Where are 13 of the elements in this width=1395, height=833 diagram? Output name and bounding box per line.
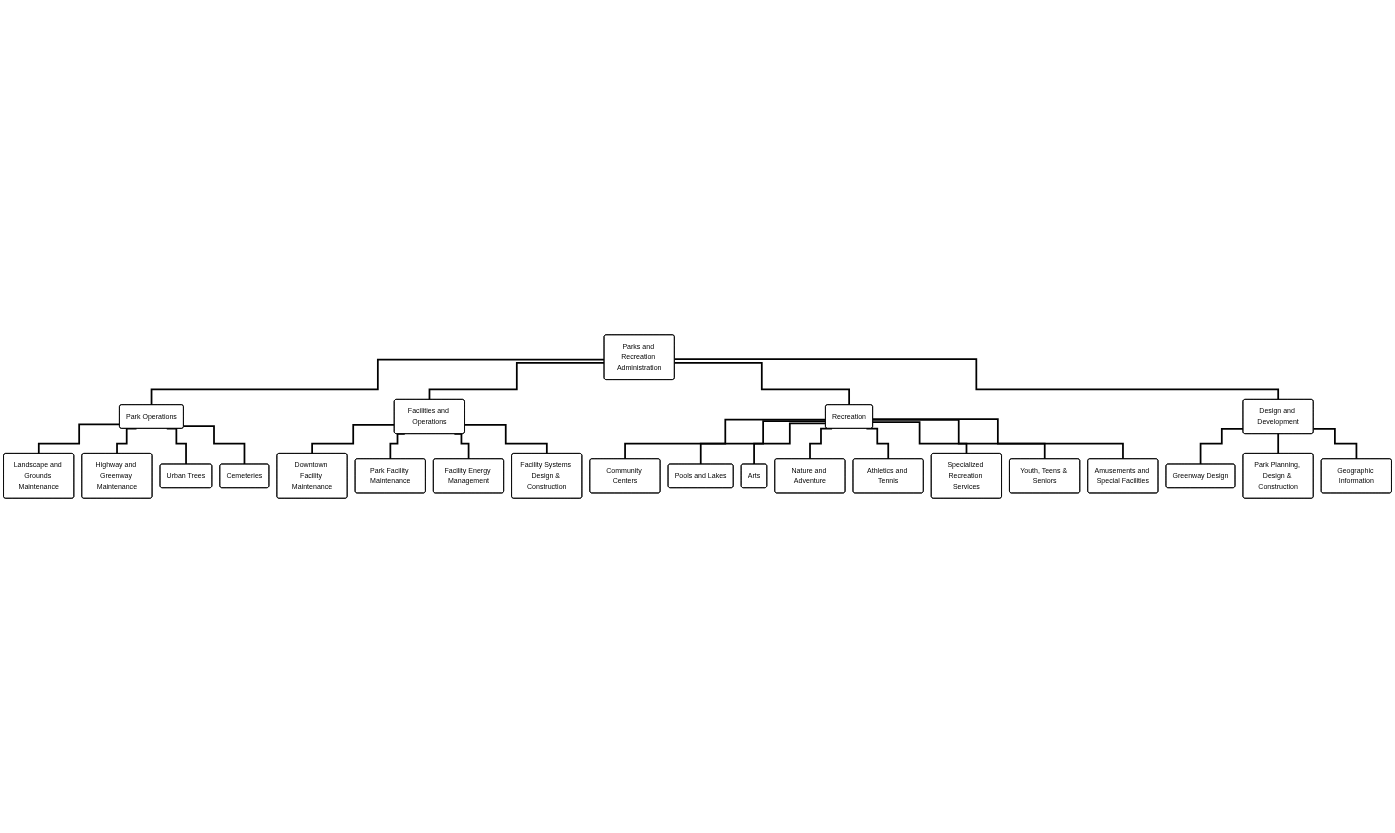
connector (871, 418, 1124, 460)
connector (428, 361, 606, 401)
connector (624, 418, 827, 460)
connector (871, 421, 968, 455)
connector (1277, 433, 1280, 455)
connector (150, 358, 606, 406)
connector (1312, 428, 1358, 460)
connector (37, 423, 121, 455)
connector (463, 423, 548, 455)
connector (673, 358, 1280, 401)
connector (311, 423, 396, 455)
connector (871, 419, 1046, 460)
connector (673, 361, 851, 406)
